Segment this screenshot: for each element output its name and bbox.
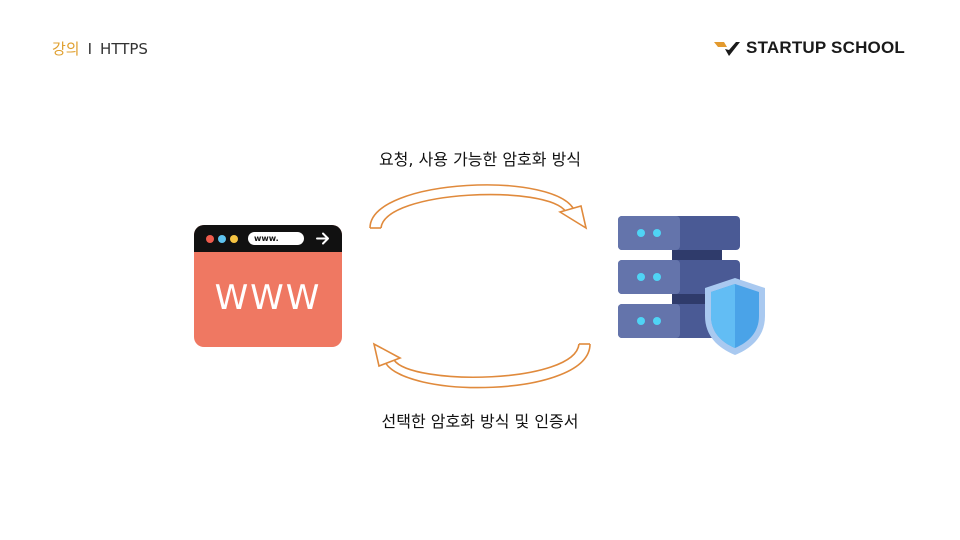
browser-toolbar: www. bbox=[194, 225, 342, 252]
logo-mark-icon bbox=[714, 42, 741, 56]
breadcrumb-separator: I bbox=[87, 40, 93, 58]
response-arrow bbox=[372, 342, 591, 389]
logo-text: STARTUP SCHOOL bbox=[746, 38, 905, 57]
browser-www-text: WWW bbox=[214, 278, 322, 318]
shield-icon bbox=[705, 278, 765, 355]
request-arrow bbox=[369, 184, 588, 230]
page-title: HTTPS bbox=[100, 40, 148, 58]
yellow-dot-icon bbox=[230, 235, 238, 243]
red-dot-icon bbox=[206, 235, 214, 243]
blue-dot-icon bbox=[218, 235, 226, 243]
request-label: 요청, 사용 가능한 암호화 방식 bbox=[378, 150, 582, 169]
server-icon bbox=[618, 216, 765, 355]
breadcrumb-category: 강의 bbox=[52, 40, 80, 58]
breadcrumb: 강의 I HTTPS bbox=[52, 38, 148, 59]
response-label: 선택한 암호화 방식 및 인증서 bbox=[381, 412, 579, 431]
startup-school-logo: STARTUP SCHOOL bbox=[714, 38, 905, 58]
browser-window-icon: www. WWW bbox=[194, 225, 342, 347]
url-bar: www. bbox=[248, 232, 304, 245]
arrow-right-icon bbox=[316, 232, 329, 245]
secure-server-icon bbox=[612, 212, 772, 366]
